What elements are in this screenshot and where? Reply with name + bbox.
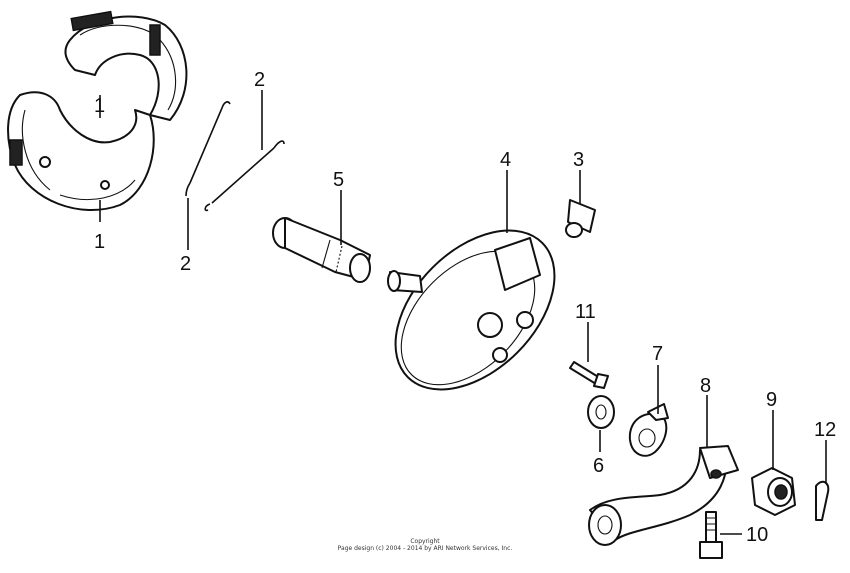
brake-shoe-lower bbox=[7, 91, 155, 211]
copyright-notice: Page design (c) 2004 - 2014 by ARI Netwo… bbox=[337, 545, 513, 552]
callout-4: 4 bbox=[500, 149, 511, 171]
brake-spring-left bbox=[185, 101, 231, 197]
brake-shoe-upper bbox=[64, 10, 188, 121]
cotter-pin bbox=[815, 480, 830, 521]
leader-lines bbox=[99, 90, 827, 535]
callout-2a: 2 bbox=[254, 69, 265, 91]
brake-bolt bbox=[699, 511, 723, 559]
brake-spring-right bbox=[204, 140, 285, 212]
callout-9: 9 bbox=[766, 389, 777, 411]
callout-12: 12 bbox=[814, 419, 836, 441]
callout-1b: 1 bbox=[94, 231, 105, 253]
wear-indicator-plate bbox=[628, 403, 669, 457]
callout-3: 3 bbox=[573, 149, 584, 171]
callout-1a: 1 bbox=[94, 95, 105, 117]
callout-labels: 1 1 2 2 3 4 5 6 7 8 9 10 11 12 bbox=[94, 69, 836, 546]
brake-panel bbox=[387, 229, 556, 391]
callout-11: 11 bbox=[575, 301, 596, 323]
brake-plug bbox=[565, 199, 596, 238]
brake-screw bbox=[569, 361, 609, 389]
callout-2b: 2 bbox=[180, 253, 191, 275]
brake-cam-shaft bbox=[272, 217, 371, 283]
callout-8: 8 bbox=[700, 375, 711, 397]
callout-10: 10 bbox=[746, 524, 768, 546]
callout-5: 5 bbox=[333, 169, 344, 191]
callout-7: 7 bbox=[652, 343, 663, 365]
castle-nut bbox=[751, 467, 796, 516]
copyright-heading: Copyright bbox=[410, 538, 440, 545]
callout-6: 6 bbox=[593, 455, 604, 477]
brake-arm bbox=[588, 445, 739, 546]
brake-washer bbox=[587, 395, 615, 429]
